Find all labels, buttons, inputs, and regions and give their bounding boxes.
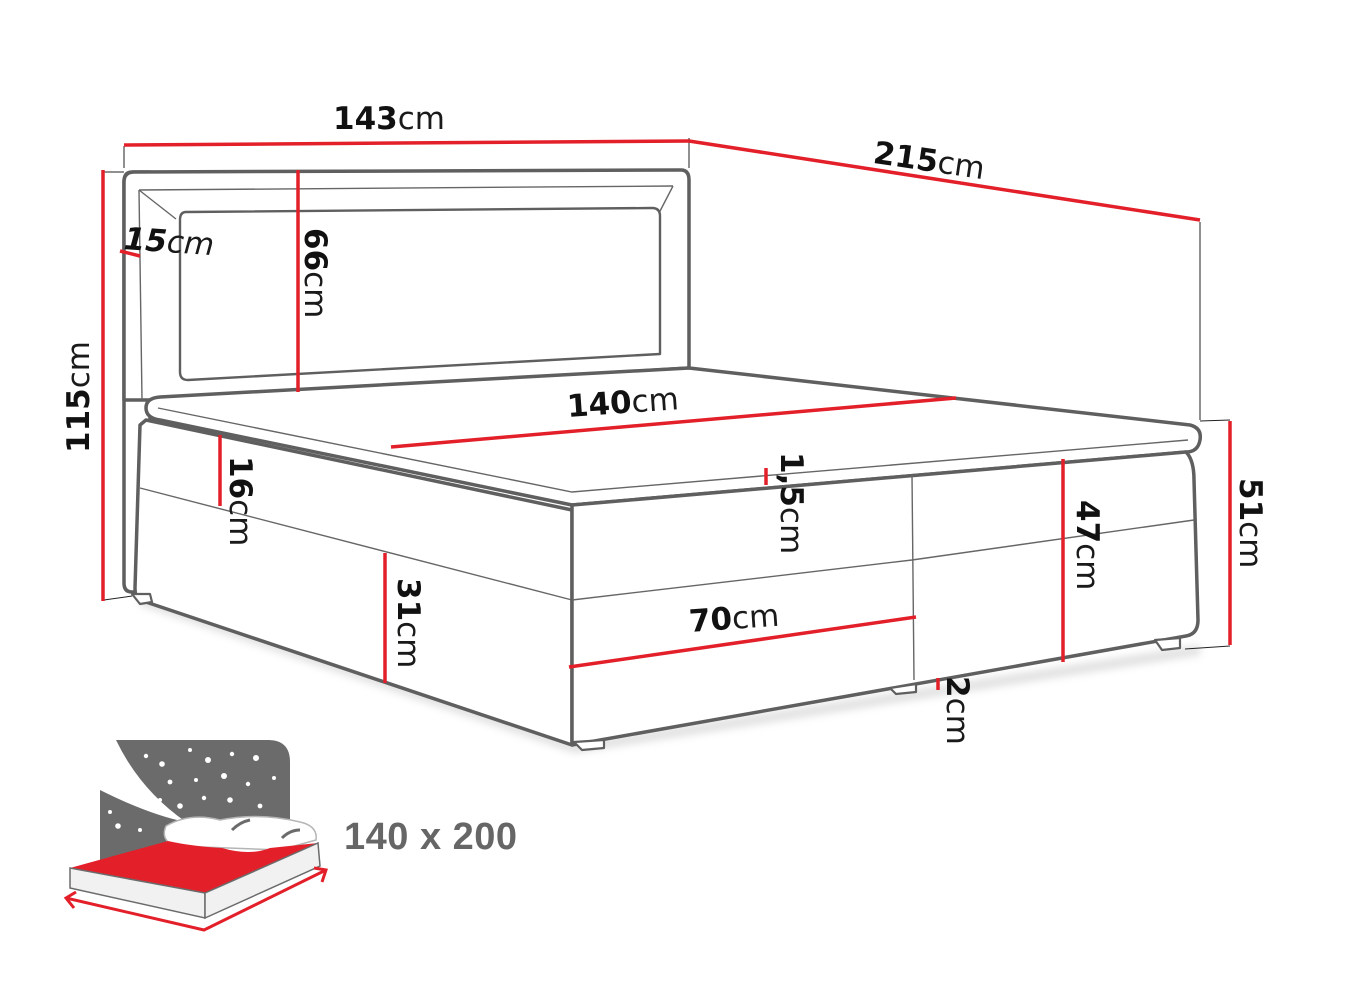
label-unit: cm	[630, 381, 680, 421]
label-value: 16	[222, 456, 258, 500]
label-value: 51	[1232, 478, 1268, 522]
label-unit: cm	[222, 499, 258, 547]
label-unit: cm	[297, 271, 333, 319]
label-value: 1,5	[773, 452, 809, 507]
label-mattress-140: 140cm	[565, 381, 680, 425]
bed-size-label: 140 x 200	[344, 816, 518, 858]
label-value: 115	[61, 388, 97, 453]
label-topper-1-5: 1,5cm	[773, 452, 809, 555]
bed-night-icon	[63, 740, 328, 932]
label-value: 143	[333, 101, 398, 137]
label-unit: cm	[1069, 543, 1105, 591]
label-legs-2: 2cm	[939, 676, 975, 745]
label-value: 66	[297, 228, 333, 272]
dimension-lines	[101, 139, 1232, 690]
label-frame-15: 15cm	[122, 221, 216, 264]
label-section-70: 70cm	[687, 597, 781, 640]
label-value: 140	[565, 384, 633, 425]
label-height-115: 115cm	[61, 341, 97, 453]
label-unit: cm	[397, 101, 445, 137]
base-front	[570, 450, 1200, 752]
label-value: 15	[122, 221, 169, 260]
dim-line-width-143	[123, 139, 690, 147]
dim-line-frame-15	[119, 249, 141, 258]
label-base-31: 31cm	[390, 578, 426, 669]
label-unit: cm	[61, 341, 97, 389]
mattress-top	[144, 366, 1203, 507]
label-mattress-16: 16cm	[222, 456, 258, 547]
base-side	[130, 418, 574, 747]
stars	[108, 748, 276, 832]
label-side-47: 47cm	[1069, 500, 1105, 591]
label-value: 47	[1069, 500, 1105, 544]
label-value: 70	[687, 600, 734, 640]
label-width-143: 143cm	[333, 104, 445, 135]
extension-lines	[103, 138, 1231, 650]
label-unit: cm	[390, 621, 426, 669]
label-unit: cm	[1232, 521, 1268, 569]
label-unit: cm	[939, 697, 975, 745]
label-height-51: 51cm	[1232, 478, 1268, 569]
label-panel-66: 66cm	[297, 228, 333, 319]
dim-line-length-215	[688, 139, 1201, 222]
dim-line-section-70	[568, 615, 917, 669]
label-value: 31	[390, 578, 426, 622]
label-value: 2	[939, 676, 975, 698]
label-unit: cm	[935, 144, 988, 188]
label-unit: cm	[165, 224, 216, 264]
dim-line-mattress-140	[390, 396, 957, 449]
label-unit: cm	[773, 506, 809, 555]
label-unit: cm	[730, 597, 781, 637]
headboard	[122, 168, 691, 594]
